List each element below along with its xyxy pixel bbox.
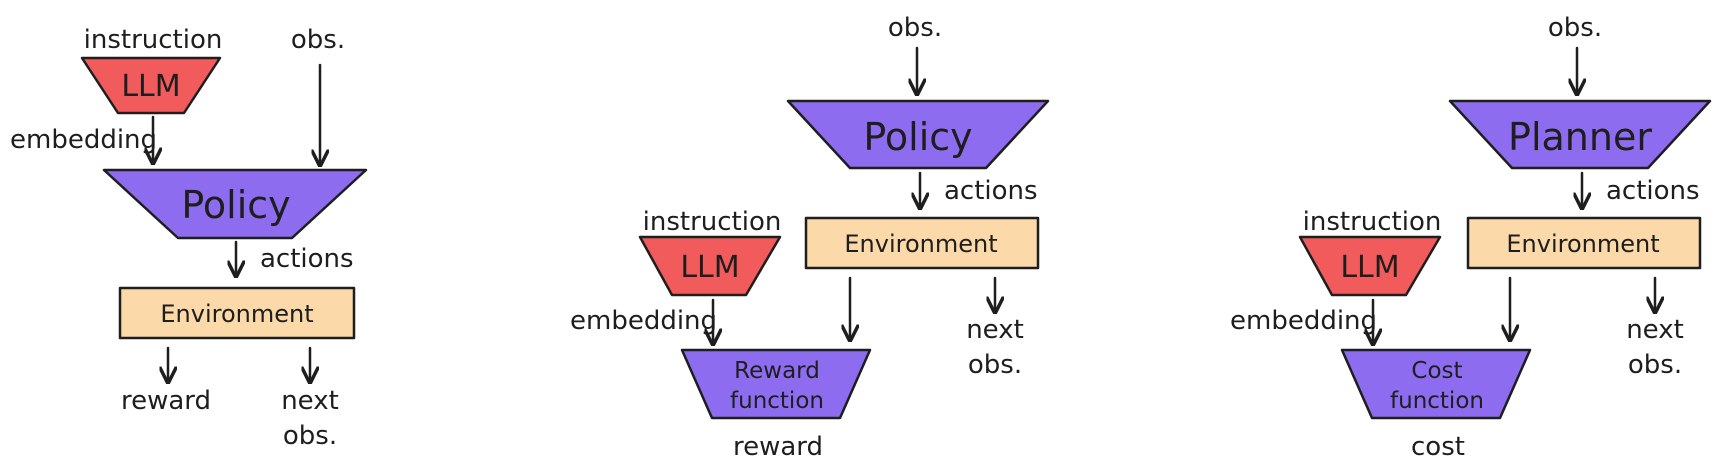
obs-label: obs.: [1548, 13, 1602, 43]
next-obs-label-line1: next: [281, 386, 339, 416]
cost-function-label-line2: function: [1390, 388, 1484, 414]
planner-block: [1448, 99, 1712, 170]
cost-function-block: [1340, 348, 1532, 420]
cost-label: cost: [1411, 432, 1465, 462]
reward-function-block: [680, 348, 872, 420]
embedding-label: embedding: [10, 125, 157, 155]
panel-1: instruction obs. LLM embedding Policy ac…: [10, 25, 368, 451]
next-obs-label-line2: obs.: [968, 350, 1022, 380]
policy-label: Policy: [863, 115, 972, 159]
policy-block: [102, 168, 368, 240]
embedding-label: embedding: [570, 306, 717, 336]
llm-block: [80, 56, 222, 115]
obs-label: obs.: [291, 25, 345, 55]
instruction-label: instruction: [643, 207, 782, 237]
llm-label: LLM: [680, 250, 739, 285]
environment-label: Environment: [844, 230, 997, 258]
panel-3: obs. Planner actions Environment instruc…: [1230, 13, 1712, 462]
environment-label: Environment: [1506, 230, 1659, 258]
reward-label: reward: [733, 432, 823, 462]
environment-block: [118, 286, 356, 340]
llm-label: LLM: [121, 69, 180, 104]
next-obs-label-line2: obs.: [1628, 350, 1682, 380]
llm-block: [638, 235, 782, 297]
next-obs-label-line2: obs.: [283, 421, 337, 451]
actions-label: actions: [1606, 176, 1700, 206]
reward-function-label-line2: function: [730, 388, 824, 414]
actions-label: actions: [944, 176, 1038, 206]
environment-label: Environment: [160, 300, 313, 328]
environment-block: [804, 216, 1040, 270]
actions-label: actions: [260, 244, 354, 274]
cost-function-label-line1: Cost: [1411, 358, 1462, 384]
instruction-label: instruction: [1303, 207, 1442, 237]
llm-label: LLM: [1340, 250, 1399, 285]
policy-label: Policy: [181, 183, 290, 227]
environment-block: [1466, 216, 1702, 270]
instruction-label: instruction: [84, 25, 223, 55]
reward-label: reward: [121, 386, 211, 416]
reward-function-label-line1: Reward: [734, 358, 820, 384]
next-obs-label-line1: next: [1626, 315, 1684, 345]
policy-block: [786, 99, 1050, 170]
next-obs-label-line1: next: [966, 315, 1024, 345]
panel-2: obs. Policy actions Environment instruct…: [570, 13, 1050, 462]
obs-label: obs.: [888, 13, 942, 43]
planner-label: Planner: [1508, 115, 1652, 159]
embedding-label: embedding: [1230, 306, 1377, 336]
llm-block: [1298, 235, 1442, 297]
